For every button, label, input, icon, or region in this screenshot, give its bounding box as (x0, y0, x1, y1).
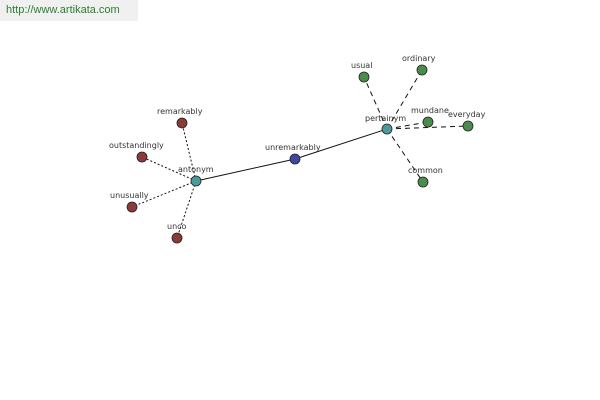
node-unco[interactable]: unco (167, 222, 187, 244)
node-outstandingly[interactable]: outstandingly (109, 141, 164, 163)
edge-pertainym-everyday (386, 125, 469, 130)
node-dot-common[interactable] (417, 176, 429, 188)
node-dot-antonym[interactable] (190, 175, 202, 187)
node-common[interactable]: common (408, 166, 443, 188)
node-label-common: common (408, 166, 443, 175)
edge-pertainym-usual (363, 76, 388, 130)
node-label-antonym: antonym (178, 165, 214, 174)
node-ordinary[interactable]: ordinary (402, 54, 436, 76)
node-dot-mundane[interactable] (422, 116, 434, 128)
node-label-pertainym: pertainym (365, 114, 406, 123)
node-everyday[interactable]: everyday (448, 110, 486, 132)
node-dot-pertainym[interactable] (381, 123, 393, 135)
node-label-everyday: everyday (448, 110, 486, 119)
edge-pertainym-mundane (386, 121, 429, 130)
graph-nodes: remarkably outstandingly unusually unco usua… (109, 54, 486, 244)
node-label-unremarkably: unremarkably (265, 143, 321, 152)
edge-center-pertainym (294, 128, 388, 160)
node-unremarkably[interactable]: unremarkably (265, 143, 321, 165)
node-unusually[interactable]: unusually (110, 191, 149, 213)
node-pertainym[interactable]: pertainym (365, 114, 406, 135)
edge-pertainym-ordinary (386, 69, 423, 130)
node-usual[interactable]: usual (351, 61, 372, 83)
watermark-banner: http://www.artikata.com (0, 0, 138, 21)
node-remarkably[interactable]: remarkably (157, 107, 203, 129)
node-dot-ordinary[interactable] (416, 64, 428, 76)
node-label-ordinary: ordinary (402, 54, 436, 63)
node-label-remarkably: remarkably (157, 107, 203, 116)
node-antonym[interactable]: antonym (178, 165, 214, 187)
node-label-mundane: mundane (411, 106, 449, 115)
node-dot-everyday[interactable] (462, 120, 474, 132)
node-dot-usual[interactable] (358, 71, 370, 83)
node-dot-unremarkably[interactable] (289, 153, 301, 165)
node-label-usual: usual (351, 61, 372, 70)
edge-antonym-unusually (131, 180, 197, 208)
node-label-outstandingly: outstandingly (109, 141, 164, 150)
edge-center-antonym (195, 158, 296, 182)
node-mundane[interactable]: mundane (411, 106, 449, 128)
watermark-url[interactable]: http://www.artikata.com (6, 4, 120, 16)
node-dot-unusually[interactable] (126, 201, 138, 213)
graph-edges (131, 69, 469, 239)
node-label-unco: unco (167, 222, 187, 231)
node-label-unusually: unusually (110, 191, 149, 200)
edge-pertainym-common (386, 128, 424, 183)
edge-antonym-outstandingly (141, 156, 197, 182)
edge-antonym-remarkably (181, 122, 197, 182)
node-dot-outstandingly[interactable] (136, 151, 148, 163)
node-dot-unco[interactable] (171, 232, 183, 244)
node-dot-remarkably[interactable] (176, 117, 188, 129)
